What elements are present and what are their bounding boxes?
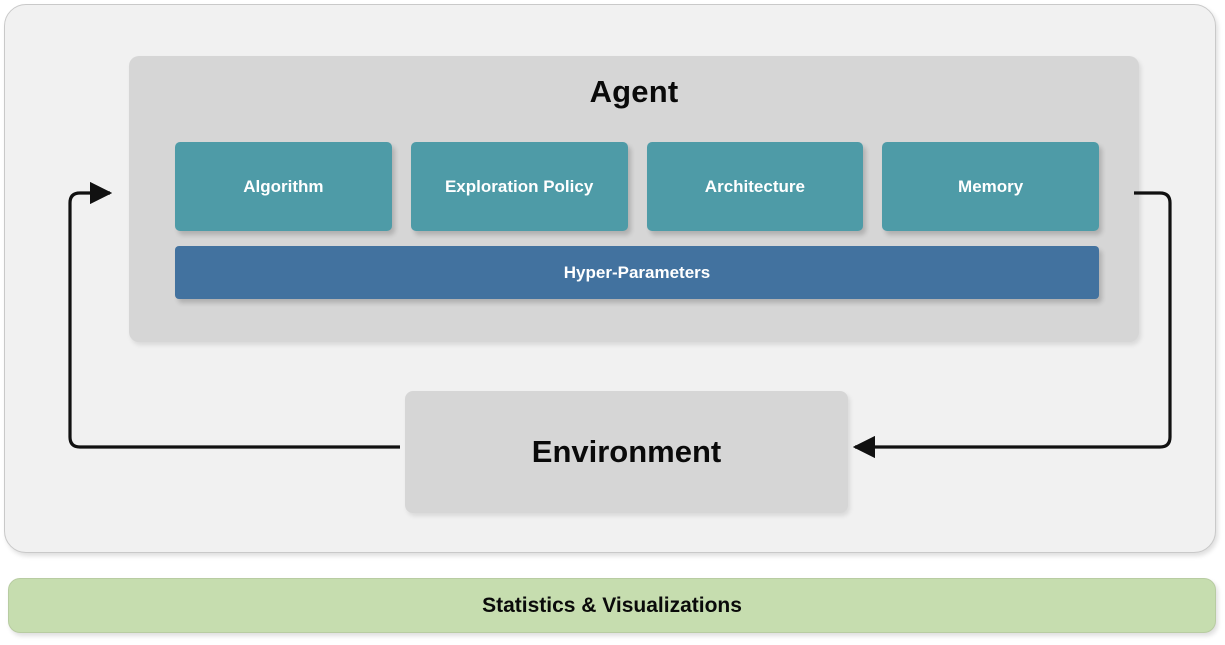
statistics-visualizations-label: Statistics & Visualizations: [482, 593, 742, 617]
agent-component-architecture[interactable]: Architecture: [646, 142, 864, 231]
agent-component-label: Exploration Policy: [444, 176, 594, 196]
agent-component-algorithm[interactable]: Algorithm: [175, 142, 392, 231]
agent-title: Agent: [589, 74, 679, 109]
rl-loop-panel: Agent Algorithm Exploration Policy Archi…: [4, 4, 1216, 553]
hyper-parameters-label: Hyper-Parameters: [563, 262, 711, 282]
agent-component-label: Memory: [958, 176, 1024, 196]
agent-component-row: Algorithm Exploration Policy Architectur…: [175, 142, 1099, 231]
agent-component-label: Architecture: [704, 176, 805, 196]
hyper-parameters-bar[interactable]: Hyper-Parameters: [175, 246, 1099, 299]
statistics-visualizations-bar[interactable]: Statistics & Visualizations: [8, 578, 1216, 633]
agent-component-label: Algorithm: [243, 176, 324, 196]
agent-component-exploration-policy[interactable]: Exploration Policy: [410, 142, 628, 231]
environment-label: Environment: [531, 434, 722, 469]
environment-box[interactable]: Environment: [405, 391, 848, 513]
agent-panel[interactable]: Agent Algorithm Exploration Policy Archi…: [129, 56, 1139, 342]
agent-component-memory[interactable]: Memory: [882, 142, 1099, 231]
